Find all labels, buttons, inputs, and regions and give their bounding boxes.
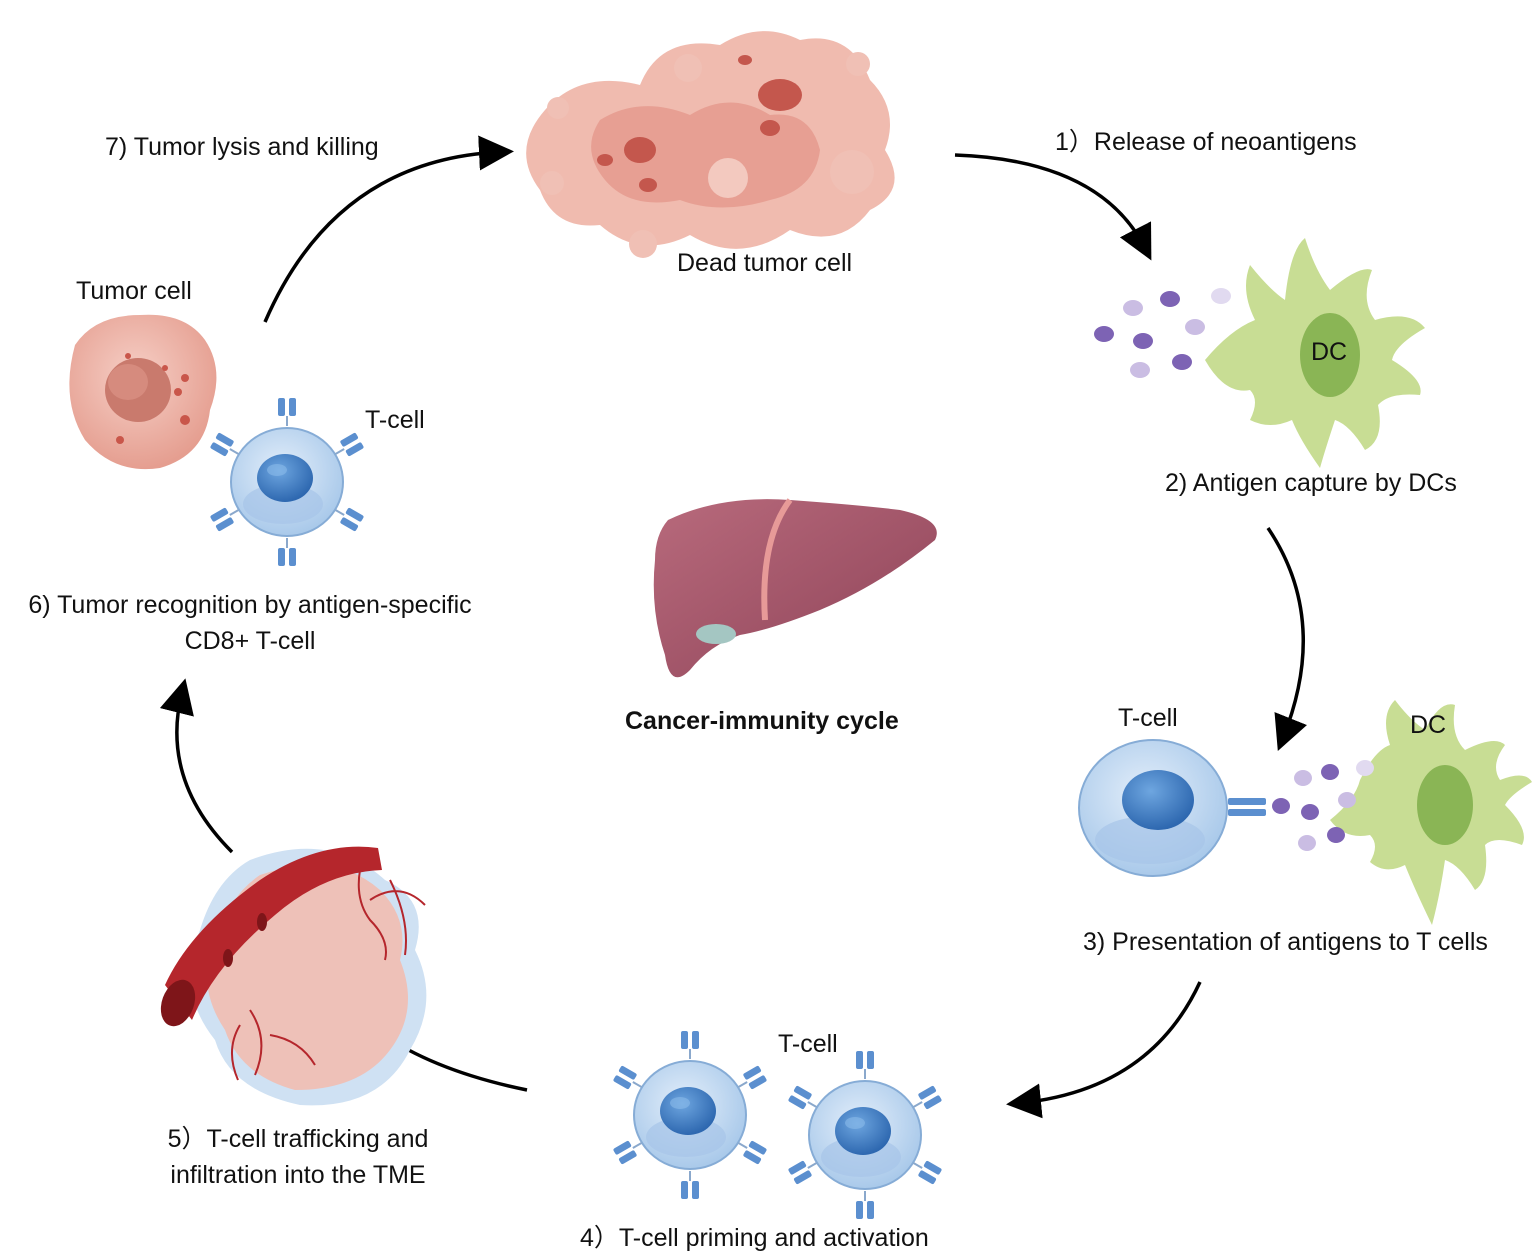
step-5-line-1: 5）T-cell trafficking and — [167, 1125, 429, 1153]
step-6-line-1: 6) Tumor recognition by antigen-specific — [28, 591, 472, 619]
dc-label-top: DC — [1311, 338, 1348, 366]
t-cell-label-left: T-cell — [365, 406, 425, 434]
dead-tumor-cell-label: Dead tumor cell — [677, 249, 853, 277]
t-cell-icon — [788, 1051, 942, 1219]
dead-tumor-cell-icon — [526, 31, 895, 258]
step-2-label: 2) Antigen capture by DCs — [1165, 469, 1457, 497]
dc-label-right: DC — [1410, 711, 1447, 739]
tumor-cell-label: Tumor cell — [76, 277, 192, 305]
center-title: Cancer-immunity cycle — [625, 707, 899, 735]
step-6-line-2: CD8+ T-cell — [184, 627, 316, 655]
dendritic-cell-icon — [1330, 700, 1532, 925]
step-4-label: 4）T-cell priming and activation — [580, 1224, 929, 1252]
step-5-line-2: infiltration into the TME — [170, 1161, 426, 1189]
t-cell-icon — [1078, 739, 1266, 877]
dendritic-cell-icon — [1205, 238, 1425, 468]
t-cell-label-bottom: T-cell — [778, 1030, 838, 1058]
step-3-label: 3) Presentation of antigens to T cells — [1083, 928, 1488, 956]
blood-vessel-icon — [160, 846, 427, 1106]
antigen-dots-icon — [1094, 288, 1231, 378]
t-cell-icon — [613, 1031, 767, 1199]
tumor-cell-icon — [69, 314, 217, 470]
step-6-label: 6) Tumor recognition by antigen-specific… — [2, 587, 498, 659]
t-cell-icon — [210, 398, 364, 566]
step-7-label: 7) Tumor lysis and killing — [105, 133, 379, 161]
t-cell-label-right: T-cell — [1118, 704, 1178, 732]
liver-icon — [653, 498, 937, 678]
step-1-label: 1）Release of neoantigens — [1055, 128, 1357, 156]
step-5-label: 5）T-cell trafficking and infiltration in… — [148, 1121, 448, 1193]
antigen-dots-icon — [1272, 760, 1374, 851]
